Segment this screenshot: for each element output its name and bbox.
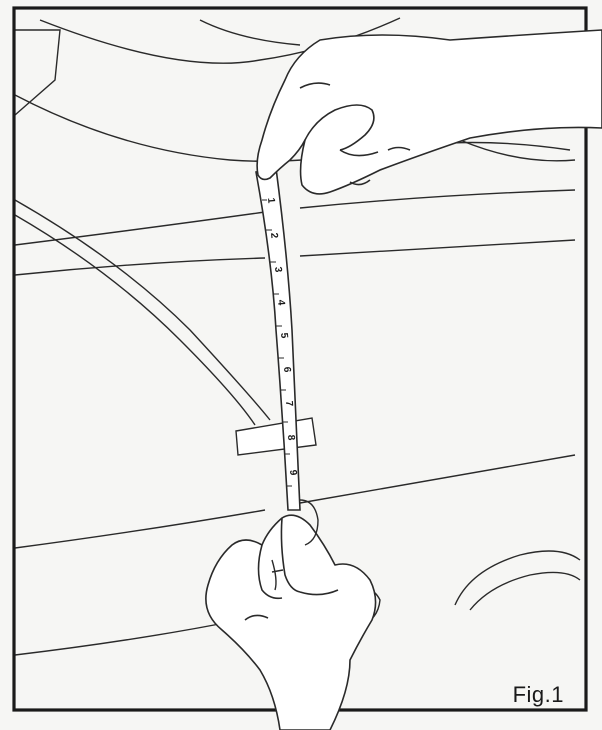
tape-number: 1 — [265, 197, 276, 204]
tape-number: 6 — [281, 366, 292, 373]
tape-number: 3 — [272, 266, 283, 273]
upper-hand — [256, 29, 602, 195]
tape-number: 8 — [285, 434, 296, 441]
tape-number: 2 — [268, 232, 279, 239]
figure-label: Fig.1 — [512, 682, 564, 707]
tape-number: 4 — [275, 299, 286, 306]
tape-scale-numbers: 1 2 3 4 5 6 7 8 9 — [265, 197, 298, 476]
measuring-tape — [255, 167, 301, 511]
tape-number: 7 — [283, 400, 294, 407]
tape-end-loop — [271, 499, 319, 591]
tape-number: 5 — [278, 332, 289, 339]
lower-hand — [205, 514, 377, 730]
car-body-outline — [14, 17, 581, 656]
tape-number: 9 — [287, 469, 298, 476]
